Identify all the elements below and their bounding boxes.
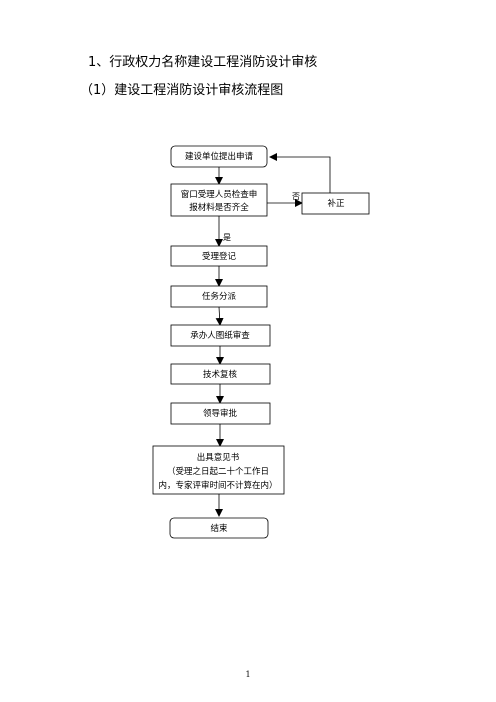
label-yes: 是 [223,233,231,242]
section-heading: 1、行政权力名称建设工程消防设计审核 [88,55,318,70]
node-end: 结束 [169,517,269,539]
node-register: 受理登记 [170,245,268,267]
node-opinion: 出具意见书 （受理之日起二十个工作日 内，专家评审时间不计算在内） [152,445,285,495]
edge-assign-review [215,306,224,326]
flow-edges [215,153,331,517]
flowchart-title: （1）建设工程消防设计审核流程图 [80,83,284,98]
node-apply: 建设单位提出申请 [170,145,268,168]
label-no: 否 [292,192,300,201]
node-approve-text: 领导审批 [203,408,238,419]
node-review-text: 承办人图纸审查 [190,330,250,341]
node-assign-text: 任务分派 [202,291,237,302]
node-opinion-text-2: （受理之日起二十个工作日 [167,466,269,477]
node-check: 窗口受理人员检查申 报材料是否齐全 [170,183,268,217]
node-review: 承办人图纸审查 [170,324,271,347]
node-opinion-text-3: 内，专家评审时间不计算在内） [158,480,277,491]
node-tech-check-text: 技术复核 [203,369,238,380]
node-opinion-text-1: 出具意见书 [197,452,240,463]
node-assign: 任务分派 [170,285,268,308]
node-register-text: 受理登记 [202,251,237,262]
node-check-text-2: 报材料是否齐全 [189,202,249,213]
node-tech-check: 技术复核 [170,363,271,385]
node-supplement: 补正 [301,192,370,215]
page-number: 1 [245,670,251,679]
node-approve: 领导审批 [170,402,271,425]
node-supplement-text: 补正 [327,198,345,209]
node-check-text-1: 窗口受理人员检查申 [181,189,258,200]
edge-supplement-apply [269,153,331,193]
node-apply-text: 建设单位提出申请 [185,151,254,162]
node-end-text: 结束 [210,523,228,534]
